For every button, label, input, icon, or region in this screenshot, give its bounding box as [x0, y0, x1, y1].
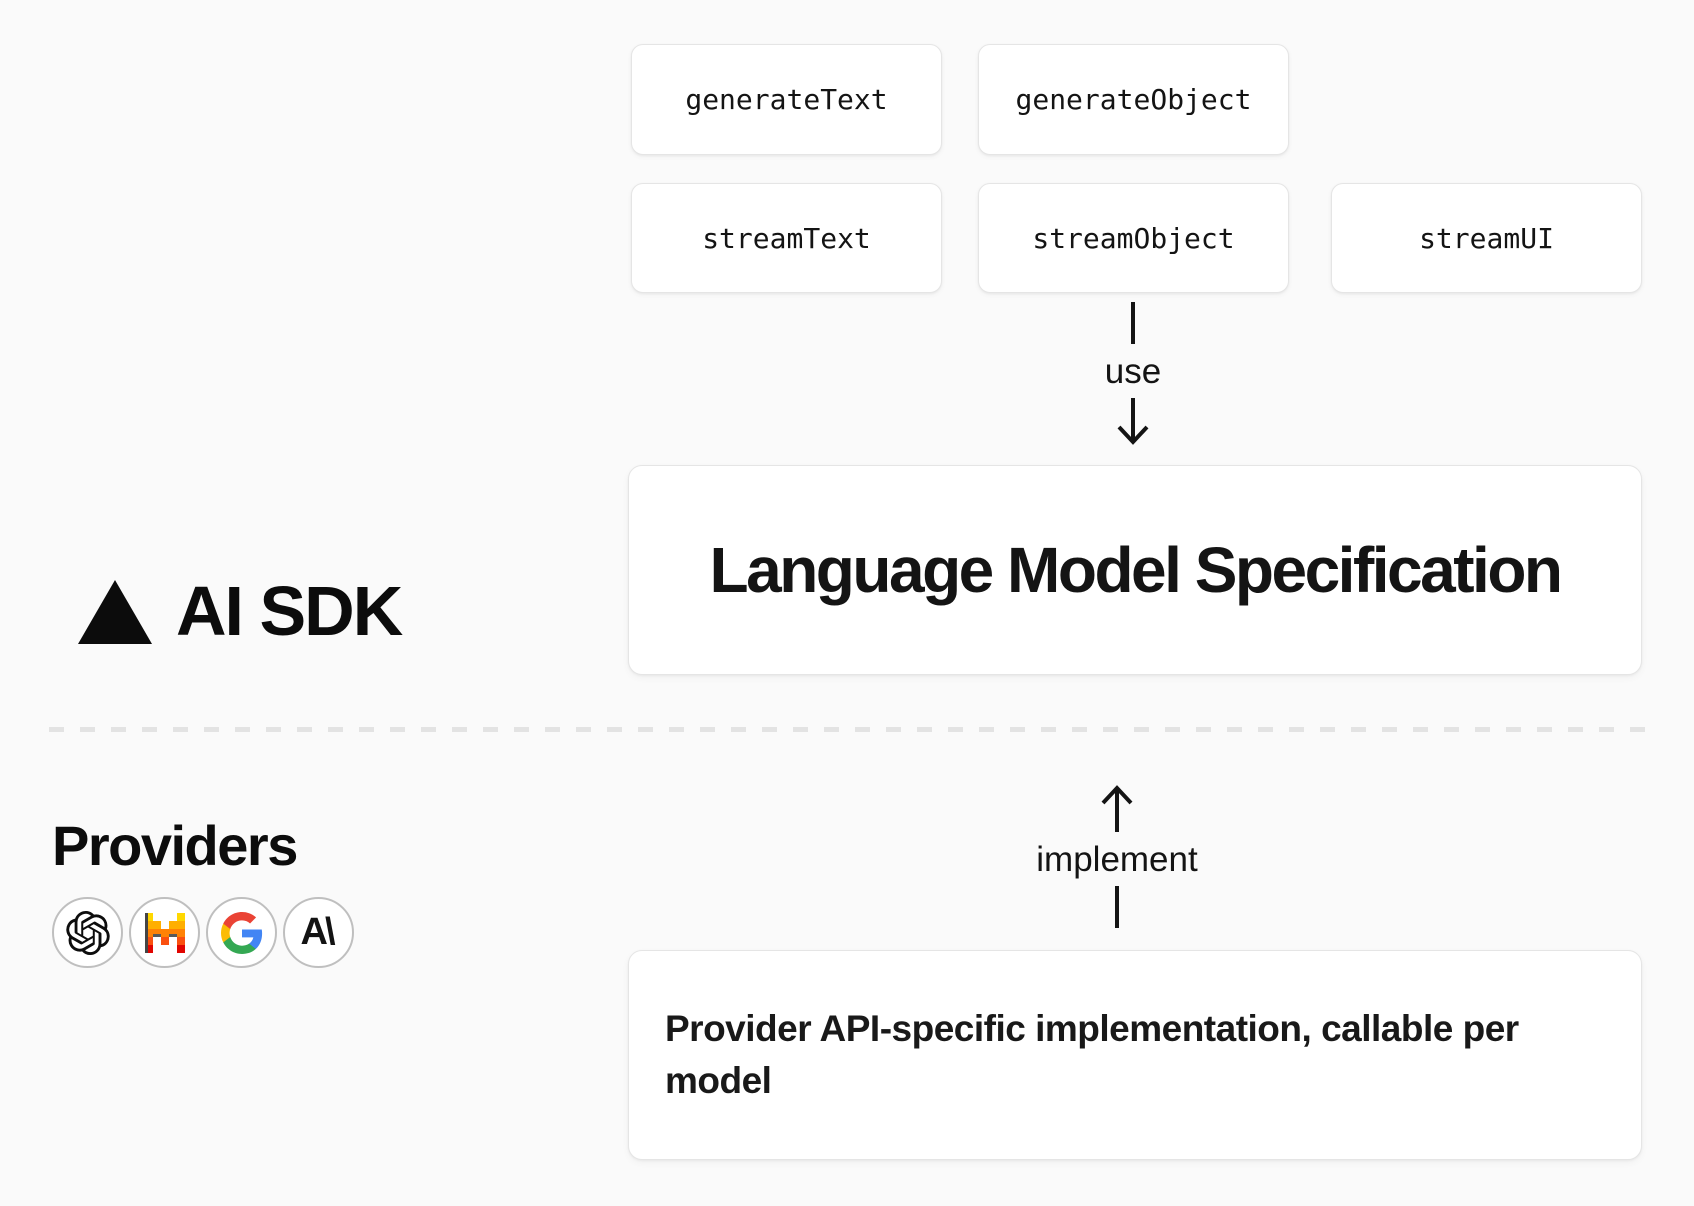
- language-model-spec-box: Language Model Specification: [628, 465, 1642, 675]
- function-label: streamUI: [1419, 221, 1554, 255]
- function-label: generateText: [685, 83, 888, 116]
- use-connector: use: [1043, 302, 1223, 446]
- function-box-streamobject: streamObject: [978, 183, 1289, 293]
- anthropic-glyph: A\: [300, 911, 336, 953]
- ai-sdk-label: AI SDK: [176, 572, 403, 650]
- dashed-divider: [49, 727, 1645, 732]
- implement-connector: implement: [1027, 784, 1207, 928]
- connector-line: [1131, 302, 1135, 344]
- function-box-generateobject: generateObject: [978, 44, 1289, 155]
- function-label: streamObject: [1032, 221, 1235, 255]
- function-box-generatetext: generateText: [631, 44, 942, 155]
- providers-heading: Providers: [52, 814, 298, 877]
- openai-logo-icon: [52, 897, 123, 968]
- provider-icons-row: A\: [52, 897, 354, 968]
- function-box-streamui: streamUI: [1331, 183, 1642, 293]
- language-model-spec-title: Language Model Specification: [709, 534, 1564, 606]
- ai-sdk-brand: AI SDK: [78, 572, 403, 650]
- function-label: generateObject: [1015, 83, 1252, 116]
- arrow-up-icon: [1101, 785, 1133, 832]
- connector-line: [1115, 886, 1119, 928]
- arrow-down-icon: [1117, 398, 1149, 445]
- provider-implementation-box: Provider API-specific implementation, ca…: [628, 950, 1642, 1160]
- vercel-triangle-icon: [78, 580, 152, 644]
- provider-implementation-text: Provider API-specific implementation, ca…: [665, 1008, 1519, 1101]
- mistral-logo-icon: [129, 897, 200, 968]
- use-label: use: [1104, 352, 1162, 391]
- function-label: streamText: [702, 221, 871, 255]
- anthropic-logo-icon: A\: [283, 897, 354, 968]
- google-logo-icon: [206, 897, 277, 968]
- function-box-streamtext: streamText: [631, 183, 942, 293]
- implement-label: implement: [1036, 840, 1198, 879]
